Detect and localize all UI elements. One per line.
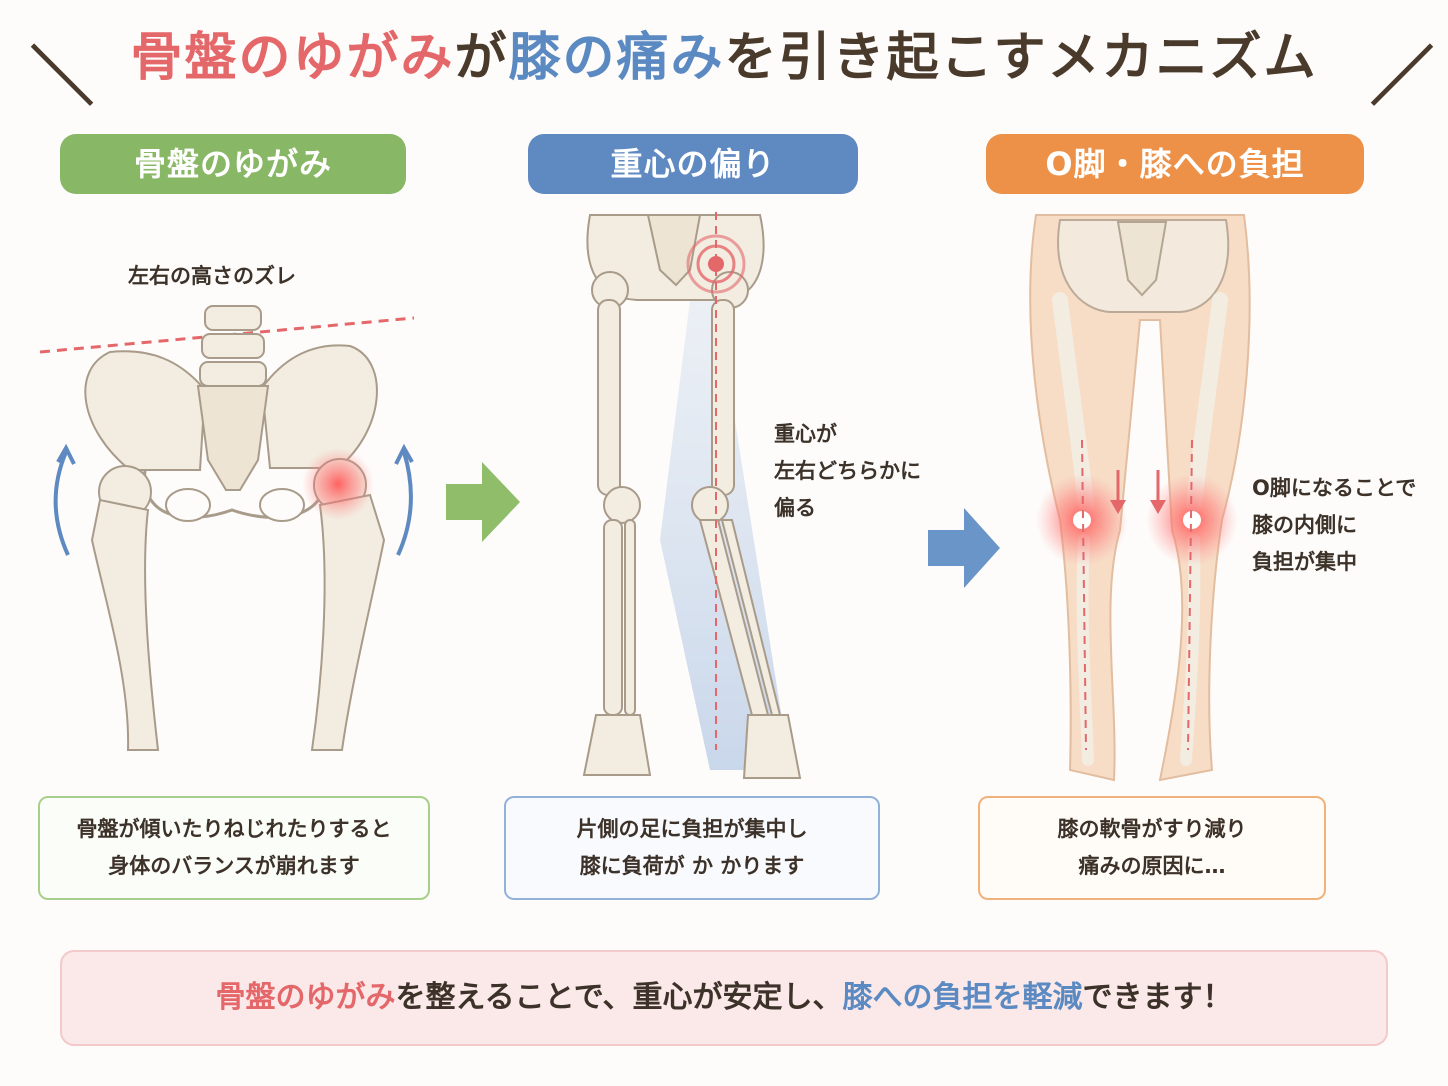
- flow-arrow-1: [446, 462, 520, 542]
- panel-2-label: 重心の偏り: [528, 134, 858, 194]
- panel-2-note: 重心が 左右どちらかに 偏る: [774, 416, 921, 527]
- panel-3-note-line-3: 負担が集中: [1252, 550, 1357, 574]
- panel-1-desc-line-2: 身体のバランスが崩れます: [108, 854, 360, 878]
- skeleton-legs-illustration: [582, 212, 802, 779]
- panel-1-label: 骨盤のゆがみ: [60, 134, 406, 194]
- flow-arrow-2: [928, 508, 1000, 588]
- panel-1-description: 骨盤が傾いたりねじれたりすると 身体のバランスが崩れます: [38, 796, 430, 900]
- panel-3-desc-line-2: 痛みの原因に…: [1078, 854, 1226, 878]
- rotation-arrow-left: [53, 451, 70, 556]
- panel-3-label: O脚・膝への負担: [986, 134, 1364, 194]
- panel-2-desc-line-1: 片側の足に負担が集中し: [576, 817, 808, 841]
- panel-3-description: 膝の軟骨がすり減り 痛みの原因に…: [978, 796, 1326, 900]
- title-part-pelvis: 骨盤のゆがみ: [130, 28, 455, 88]
- panel-2-note-line-3: 偏る: [774, 496, 816, 520]
- summary-part-knee-relief: 膝への負担を軽減: [842, 980, 1083, 1015]
- title-part-knee-pain: 膝の痛み: [508, 28, 725, 88]
- center-of-gravity-target: [686, 234, 746, 294]
- summary-part-pelvis: 骨盤のゆがみ: [215, 980, 396, 1015]
- panel-3-note: O脚になることで 膝の内側に 負担が集中: [1252, 470, 1416, 581]
- summary-part-stabilize: を整えることで、重心が安定し、: [395, 980, 843, 1015]
- panel-2-description: 片側の足に負担が集中し 膝に負荷が か かります: [504, 796, 880, 900]
- panel-2-note-line-1: 重心が: [774, 422, 837, 446]
- panel-2-note-line-2: 左右どちらかに: [774, 459, 921, 483]
- hip-pain-highlight: [302, 448, 374, 520]
- title-part-ga: が: [454, 28, 509, 88]
- pelvis-illustration: [39, 305, 415, 751]
- rotation-arrow-right: [396, 451, 413, 556]
- title-slash-left: ＼: [30, 41, 94, 115]
- panel-3-desc-line-1: 膝の軟骨がすり減り: [1057, 817, 1247, 841]
- panel-1-desc-line-1: 骨盤が傾いたりねじれたりすると: [76, 817, 392, 841]
- title-slash-right: ／: [1370, 41, 1434, 115]
- bow-legs-illustration: [1029, 214, 1251, 782]
- panel-1-note: 左右の高さのズレ: [128, 264, 296, 288]
- panel-3-note-line-2: 膝の内側に: [1252, 513, 1357, 537]
- panel-3-note-line-1: O脚になることで: [1252, 476, 1417, 500]
- panel-2-desc-line-2: 膝に負荷が か かります: [579, 854, 805, 878]
- title-part-mechanism: を引き起こすメカニズム: [724, 28, 1318, 88]
- summary-banner: 骨盤のゆがみを整えることで、重心が安定し、膝への負担を軽減できます！: [60, 950, 1388, 1046]
- summary-part-end: できます！: [1082, 980, 1233, 1015]
- page-title: 骨盤のゆがみが膝の痛みを引き起こすメカニズム: [0, 18, 1448, 98]
